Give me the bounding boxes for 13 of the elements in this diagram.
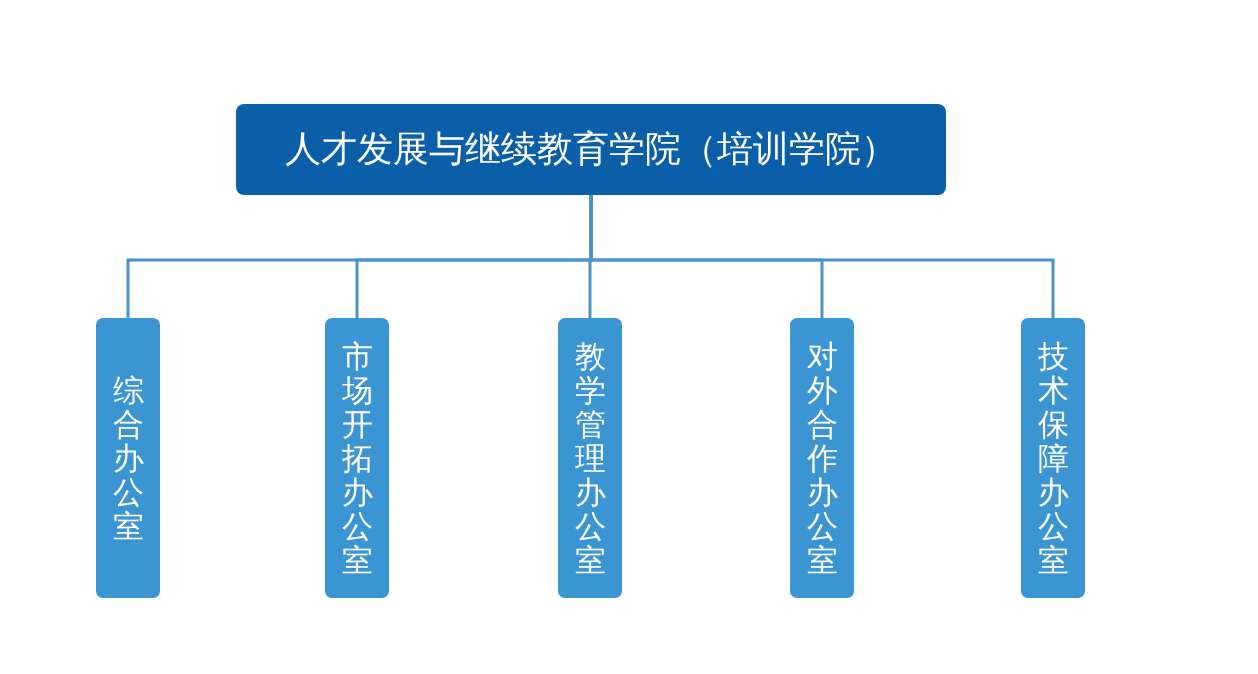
department-box (325, 318, 389, 598)
department-name: 市场开拓办公室 (340, 339, 374, 577)
department-name: 综合办公室 (111, 373, 145, 543)
department-box (1021, 318, 1085, 598)
connector-line (589, 195, 1055, 318)
department-name: 技术保障办公室 (1036, 339, 1070, 577)
department-box (96, 318, 160, 598)
department-box (558, 318, 622, 598)
department-name: 教学管理办公室 (573, 339, 607, 577)
department-box (790, 318, 854, 598)
institute-name: 人才发展与继续教育学院（培训学院） (285, 127, 897, 171)
institute-box (236, 104, 946, 195)
department-name: 对外合作办公室 (805, 339, 839, 577)
